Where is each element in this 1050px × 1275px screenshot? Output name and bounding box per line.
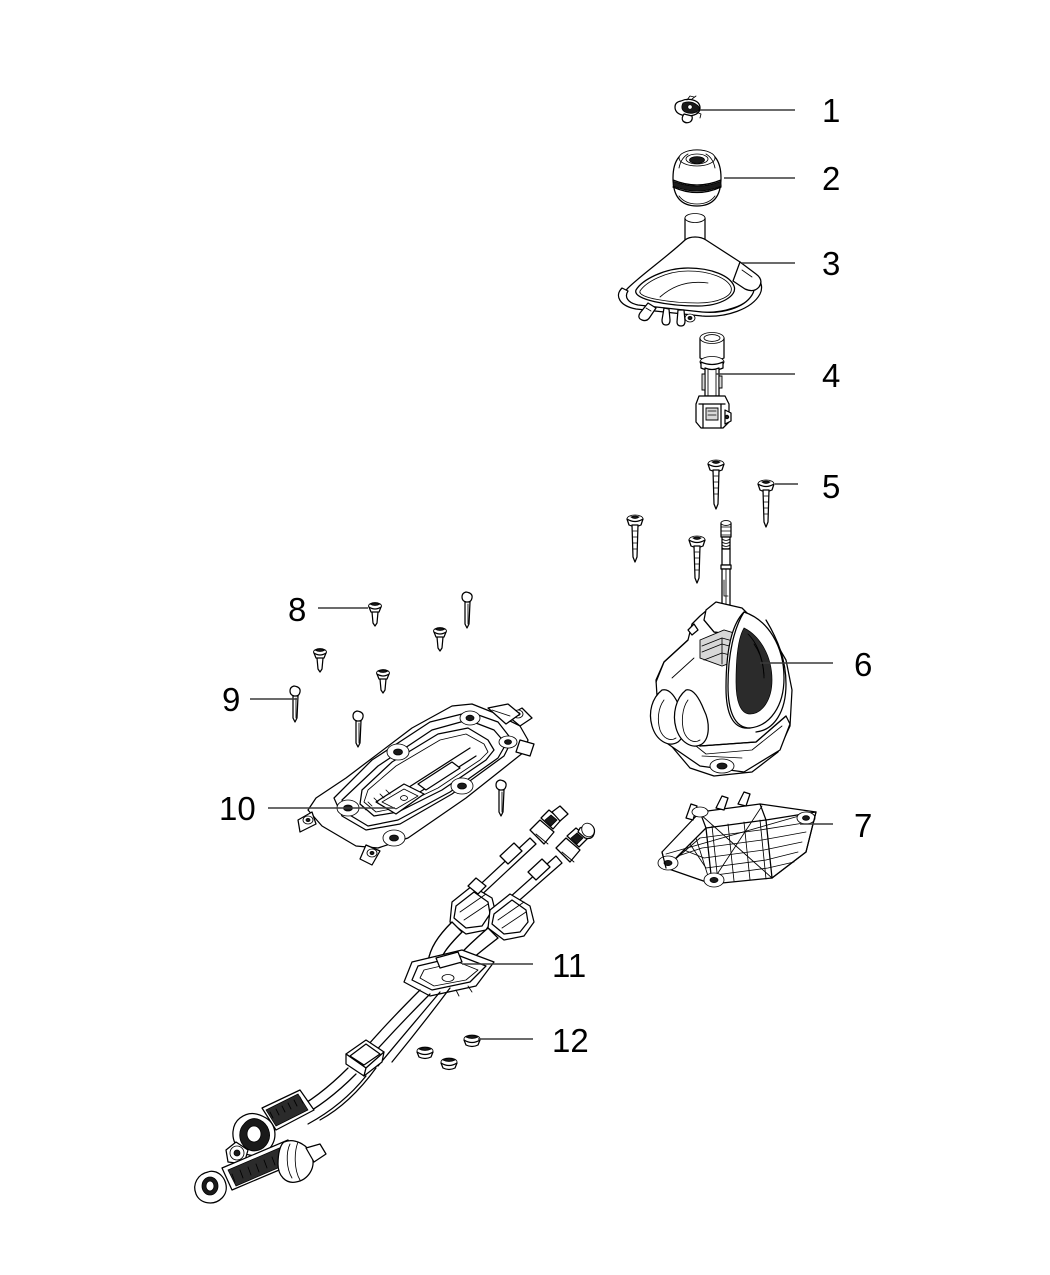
callout-7: 7 <box>800 807 872 844</box>
callout-number-4: 4 <box>822 357 840 394</box>
screw-small <box>313 648 327 673</box>
part-screw-group-5 <box>626 459 775 584</box>
callout-number-2: 2 <box>822 160 840 197</box>
part-shifter-housing-assembly <box>649 520 793 777</box>
callout-number-11: 11 <box>552 947 586 984</box>
callout-6: 6 <box>760 646 872 683</box>
callout-3: 3 <box>742 245 840 282</box>
callout-number-7: 7 <box>854 807 872 844</box>
stud-pin <box>461 591 473 629</box>
callout-11: 11 <box>462 947 586 984</box>
part-shift-cable-assembly <box>194 805 596 1204</box>
part-screw-group-8 <box>313 602 447 694</box>
part-isolator-base-plate <box>657 791 817 888</box>
screw-small <box>376 669 390 694</box>
callout-number-5: 5 <box>822 468 840 505</box>
callout-12: 12 <box>478 1022 589 1059</box>
stud-pin <box>289 685 301 723</box>
callout-9: 9 <box>222 681 297 718</box>
screw <box>626 514 644 563</box>
stud-pin <box>352 710 364 748</box>
part-nut-group-12 <box>416 1034 481 1071</box>
callout-number-3: 3 <box>822 245 840 282</box>
nut <box>440 1057 458 1071</box>
callout-10: 10 <box>219 790 395 827</box>
callout-number-1: 1 <box>822 92 840 129</box>
callout-number-8: 8 <box>288 591 306 628</box>
callout-5: 5 <box>775 468 840 505</box>
part-shift-knob <box>672 149 722 207</box>
screw <box>707 459 725 510</box>
callout-number-9: 9 <box>222 681 240 718</box>
part-mounting-bracket-plate <box>297 703 535 866</box>
part-shift-boot-bezel <box>617 213 763 327</box>
nut <box>463 1034 481 1048</box>
screw-small <box>368 602 382 627</box>
screw-small <box>433 627 447 652</box>
screw <box>688 535 706 584</box>
cable-boot-lower <box>194 1139 327 1204</box>
callout-1: 1 <box>700 92 840 129</box>
part-shift-lever <box>695 332 732 429</box>
callout-number-10: 10 <box>219 790 256 827</box>
callout-number-6: 6 <box>854 646 872 683</box>
callout-8: 8 <box>288 591 368 628</box>
part-stud-group-9 <box>289 591 507 817</box>
screw <box>757 479 775 528</box>
part-retainer-clip <box>674 95 702 124</box>
stud-pin <box>495 779 507 817</box>
callout-number-12: 12 <box>552 1022 589 1059</box>
nut <box>416 1046 434 1060</box>
callout-4: 4 <box>716 357 840 394</box>
cable-boot-upper <box>225 1089 315 1165</box>
callout-2: 2 <box>724 160 840 197</box>
